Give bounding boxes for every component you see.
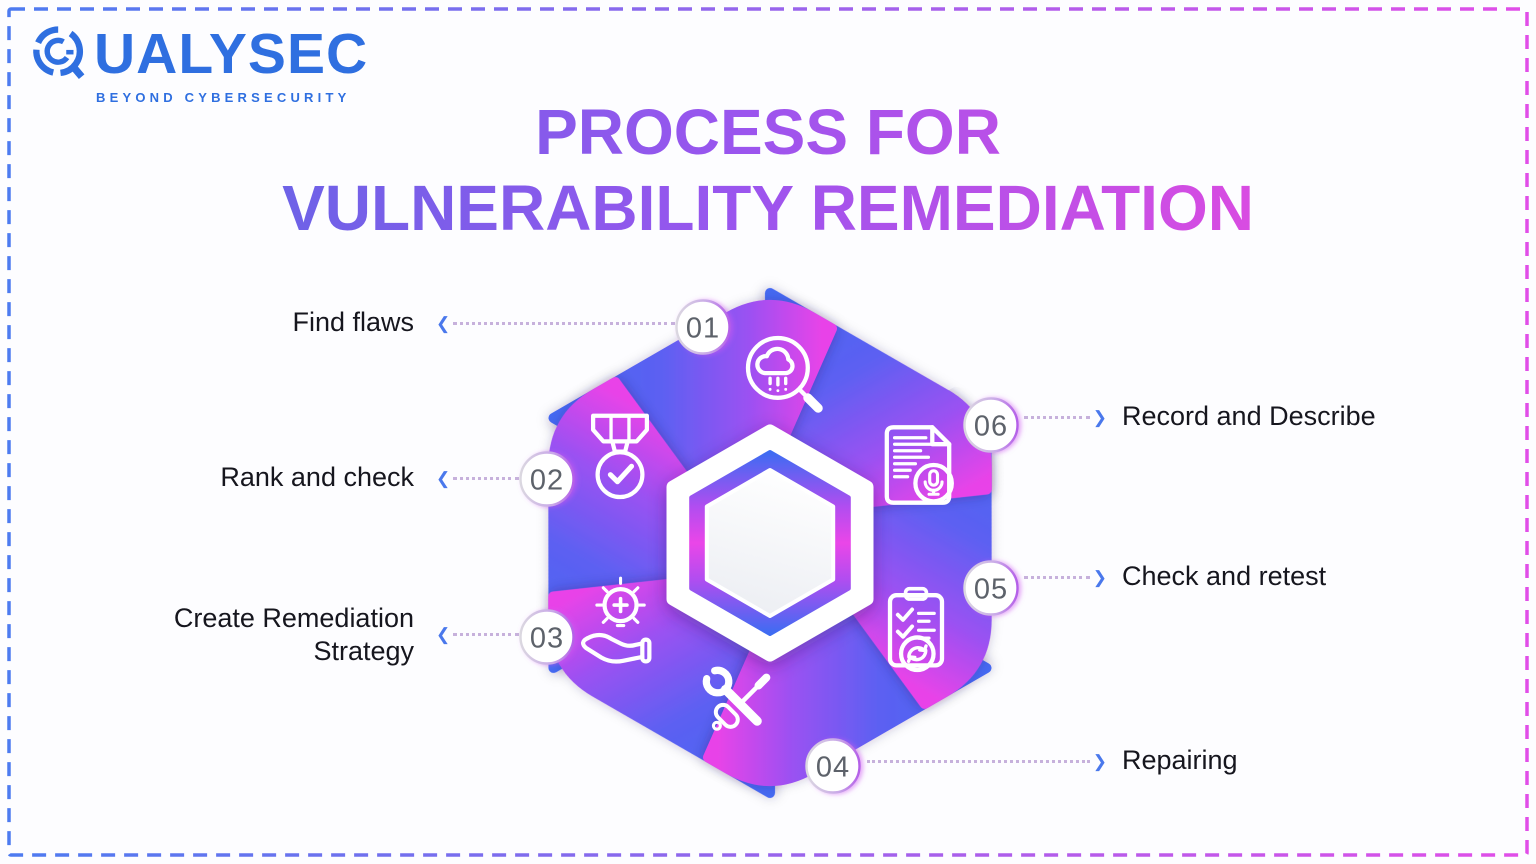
medal-check-icon [591,413,649,500]
logo-brand-text: UALYSEC [94,21,369,86]
badge-04-number: 04 [816,752,850,784]
badge-02: 02 [519,451,575,507]
clipboard-retest-icon [887,586,945,673]
logo-tagline: BEYOND CYBERSECURITY [96,90,368,105]
connector-arrow-02: ❮ [436,467,522,489]
badge-06: 06 [963,397,1019,453]
step-label-repairing: Repairing [1122,745,1238,775]
connector-arrow-04: ❯ [864,750,1107,772]
arrow-left-icon: ❮ [436,624,451,644]
badge-05: 05 [963,560,1019,616]
arrow-right-icon: ❯ [1092,407,1107,427]
badge-05-number: 05 [974,574,1008,606]
title-line1: PROCESS FOR [535,96,1001,168]
step-label-rank-and-check: Rank and check [220,462,414,492]
arrow-right-icon: ❯ [1092,567,1107,587]
wrench-screwdriver-icon [702,666,771,731]
hexagon-cycle-diagram: 01 02 03 04 05 06 [480,248,1060,843]
arrow-left-icon: ❮ [436,313,451,333]
step-label-create-strategy: Create Remediation Strategy [173,603,414,666]
arrow-right-icon: ❯ [1092,751,1107,771]
connector-arrow-01: ❮ [436,312,678,334]
step-label-record-describe: Record and Describe [1122,401,1376,431]
connector-arrow-03: ❮ [436,623,522,645]
title-line2: VULNERABILITY REMEDIATION [282,172,1254,244]
logo-q-icon [33,26,85,79]
connector-arrow-05: ❯ [1021,566,1107,588]
badge-06-number: 06 [974,411,1008,443]
step-label-check-retest: Check and retest [1122,561,1327,591]
badge-03: 03 [519,609,575,665]
search-flaws-icon [745,335,823,413]
idea-hand-icon [581,576,652,664]
step-badges: 01 02 03 04 05 06 [519,299,1019,794]
badge-02-number: 02 [530,465,564,497]
document-record-icon [884,425,954,505]
qualysec-logo: UALYSEC BEYOND CYBERSECURITY [30,24,368,105]
badge-01-number: 01 [686,313,720,345]
badge-04: 04 [805,738,861,794]
badge-03-number: 03 [530,623,564,655]
arrow-left-icon: ❮ [436,468,451,488]
page-title: PROCESS FOR VULNERABILITY REMEDIATION [0,94,1536,246]
badge-01: 01 [675,299,731,355]
connector-arrow-06: ❯ [1021,406,1107,428]
center-hexagon [666,424,874,662]
step-label-find-flaws: Find flaws [292,307,414,337]
